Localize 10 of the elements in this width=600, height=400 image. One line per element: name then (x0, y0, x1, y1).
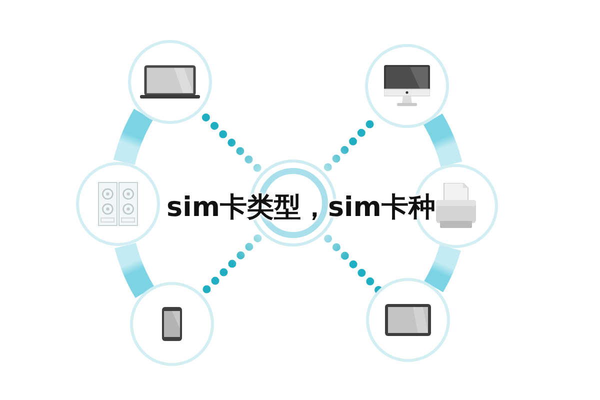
device-circle (76, 162, 160, 246)
device-circle (365, 44, 449, 128)
device-circle (366, 278, 450, 362)
device-circle (128, 40, 212, 124)
curved-band (424, 244, 461, 292)
curved-band (423, 114, 462, 168)
device-circle (130, 282, 214, 366)
curved-band (114, 109, 154, 166)
curved-band (114, 242, 154, 298)
title: sim卡类型，sim卡种 (166, 194, 436, 221)
